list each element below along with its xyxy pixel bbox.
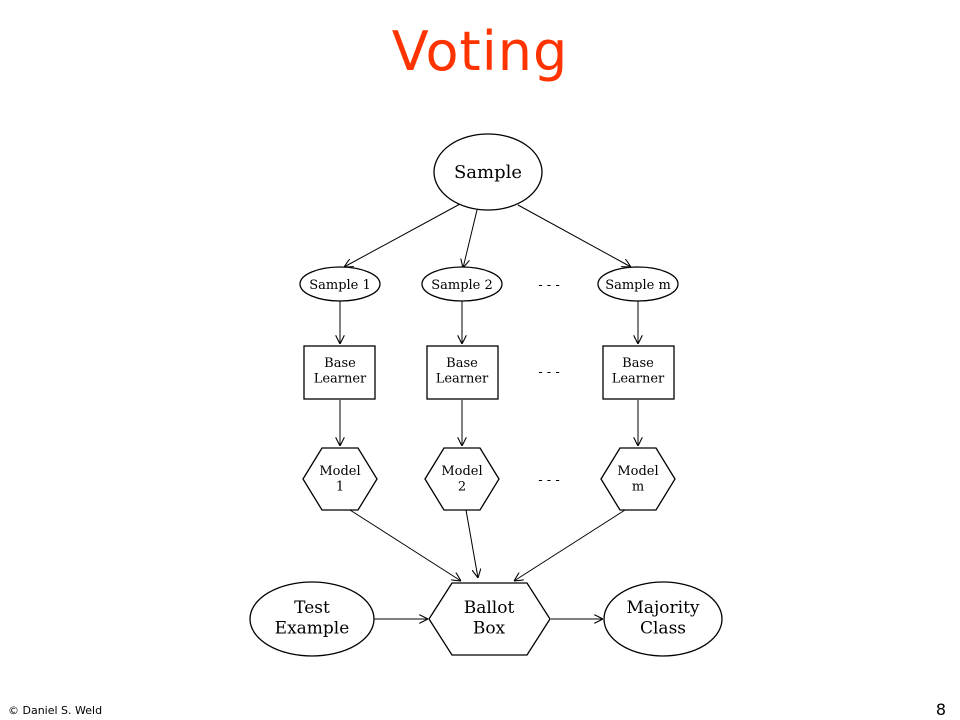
label-line: Base [324,356,356,371]
label-line: Majority [626,598,699,618]
label-line: Sample [454,162,522,183]
node-learner-1-shape [303,345,376,400]
label-line: Sample m [605,278,671,293]
node-sample-2: Sample 2 [421,266,503,302]
node-model-2-shape [424,447,500,511]
label-line: Sample 2 [431,278,493,293]
ellipsis-models: - - - [538,473,559,488]
node-majority-class-shape [603,581,723,657]
label-line: m [632,480,644,495]
edges [340,203,638,619]
label-line: Model [617,464,658,479]
node-learner-m-shape [602,345,675,400]
node-sample-1-shape [299,266,381,302]
label-line: Base [622,356,654,371]
node-sample-label: Sample [454,162,522,183]
node-learner-2-shape [426,345,499,400]
node-ballot-box-shape [428,582,551,656]
node-sample: Sample [433,133,543,211]
node-sample-2-label: Sample 2 [431,278,493,293]
slide-title: Voting [391,20,569,83]
label-line: 1 [336,480,344,495]
label-line: Test [294,598,330,618]
node-sample-m-shape [597,266,679,302]
label-line: Example [275,618,350,638]
node-sample-1: Sample 1 [299,266,381,302]
node-sample-shape [433,133,543,211]
edge-sample-to-sample-2 [463,209,478,268]
label-line: Class [640,618,686,638]
label-line: Ballot [464,598,515,618]
label-line: Learner [612,372,665,387]
page-number: 8 [935,700,946,719]
node-sample-2-shape [421,266,503,302]
label-line: Learner [436,372,489,387]
node-sample-m-label: Sample m [605,278,671,293]
label-line: Model [441,464,482,479]
label-line: Box [473,618,506,638]
edge-model-2-to-ballot-box [465,509,478,578]
label-line: Sample 1 [309,278,371,293]
ellipsis-samples: - - - [538,278,559,293]
copyright-notice: © Daniel S. Weld [8,704,103,717]
node-model-m-shape [600,447,676,511]
node-sample-m: Sample m [597,266,679,302]
label-line: Model [319,464,360,479]
node-test-example-shape [249,581,375,657]
node-model-1-shape [302,447,378,511]
label-line: 2 [458,480,466,495]
label-line: Base [446,356,478,371]
edge-model-m-to-ballot-box [514,509,626,581]
ellipsis-learners: - - - [538,365,559,380]
edge-sample-to-sample-1 [344,203,461,267]
node-sample-1-label: Sample 1 [309,278,371,293]
edge-model-1-to-ballot-box [349,509,461,581]
label-line: Learner [314,372,367,387]
edge-sample-to-sample-m [517,204,631,267]
